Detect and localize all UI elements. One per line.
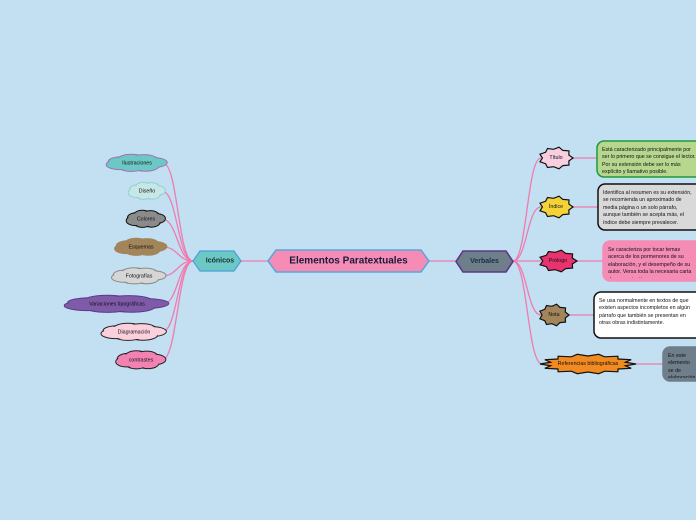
- iconicos-item[interactable]: contrastes: [115, 350, 167, 370]
- link-verbales-item: [512, 260, 542, 316]
- verbales-node[interactable]: Verbales: [455, 250, 514, 273]
- iconicos-item-label: contrastes: [129, 358, 154, 364]
- verbales-desc-box: [597, 183, 696, 231]
- verbales-item[interactable]: Título: [539, 146, 575, 170]
- iconicos-shape[interactable]: [192, 250, 242, 272]
- verbales-item[interactable]: Nota: [539, 303, 570, 327]
- verbales-desc-text: Se caracteriza por tocar temas acerca de…: [608, 247, 692, 278]
- iconicos-item[interactable]: Esquemas: [114, 237, 168, 256]
- verbales-desc-box: [662, 346, 696, 382]
- verbales-item-label: Índice: [549, 203, 563, 210]
- iconicos-node[interactable]: Icónicos: [192, 250, 242, 272]
- link-verbales-item: [512, 260, 543, 365]
- iconicos-label: Icónicos: [206, 258, 235, 265]
- verbales-label: Verbales: [470, 258, 499, 265]
- verbales-shape[interactable]: [455, 250, 514, 273]
- iconicos-item-label: Variaciones tipográficas: [89, 302, 145, 308]
- iconicos-item-label: Ilustraciones: [122, 161, 152, 167]
- verbales-item-shape[interactable]: [539, 353, 637, 375]
- iconicos-item[interactable]: Diagramación: [100, 322, 167, 341]
- iconicos-item[interactable]: Fotografías: [111, 267, 167, 285]
- verbales-item-label: Prólogo: [549, 258, 567, 264]
- verbales-desc-text: Está caracterizado principalmente por se…: [602, 147, 696, 174]
- verbales-item-shape[interactable]: [539, 195, 575, 219]
- verbales-item-shape[interactable]: [539, 249, 579, 273]
- iconicos-item[interactable]: Colores: [125, 209, 166, 228]
- verbales-item-shape[interactable]: [539, 146, 575, 170]
- verbales-item-label: Nota: [548, 312, 559, 318]
- root-node-shape: [267, 249, 430, 273]
- link-iconicos-item: [161, 218, 194, 262]
- verbales-desc-text: Se usa normalmente en textos de que exis…: [599, 298, 690, 327]
- verbales-item-label: Título: [549, 155, 562, 161]
- verbales-item[interactable]: Índice: [539, 195, 575, 219]
- verbales-desc-box: [593, 291, 696, 339]
- root-node-label: Elementos Paratextuales: [289, 256, 408, 267]
- verbales-desc-box: [602, 240, 696, 282]
- iconicos-item-label: Colores: [137, 217, 156, 223]
- verbales-item[interactable]: Prólogo: [539, 249, 579, 273]
- link-iconicos-item: [161, 260, 194, 333]
- iconicos-item-label: Fotografías: [126, 274, 153, 280]
- verbales-desc-box: [596, 140, 696, 178]
- verbales-desc-text: En este elemento se de elaboración los d…: [668, 353, 695, 378]
- link-verbales-item: [512, 206, 542, 262]
- verbales-item[interactable]: Referencias bibliográficas: [539, 353, 637, 375]
- verbales-item-label: Referencias bibliográficas: [558, 361, 619, 367]
- iconicos-item-label: Esquemas: [128, 245, 153, 251]
- link-iconicos-item: [161, 260, 194, 361]
- verbales-item-shape[interactable]: [539, 303, 570, 327]
- link-iconicos-item: [161, 190, 194, 262]
- root-node[interactable]: Elementos Paratextuales: [267, 249, 430, 273]
- link-verbales-item: [512, 157, 542, 262]
- iconicos-item-label: Diagramación: [118, 330, 151, 336]
- iconicos-item[interactable]: Variaciones tipográficas: [63, 294, 170, 313]
- iconicos-item[interactable]: Diseño: [127, 181, 166, 200]
- link-iconicos-item: [162, 162, 194, 262]
- iconicos-item[interactable]: Ilustraciones: [105, 153, 168, 172]
- verbales-desc-text: Identifica al resumen es su extensión, s…: [603, 190, 692, 226]
- iconicos-item-label: Diseño: [139, 189, 156, 195]
